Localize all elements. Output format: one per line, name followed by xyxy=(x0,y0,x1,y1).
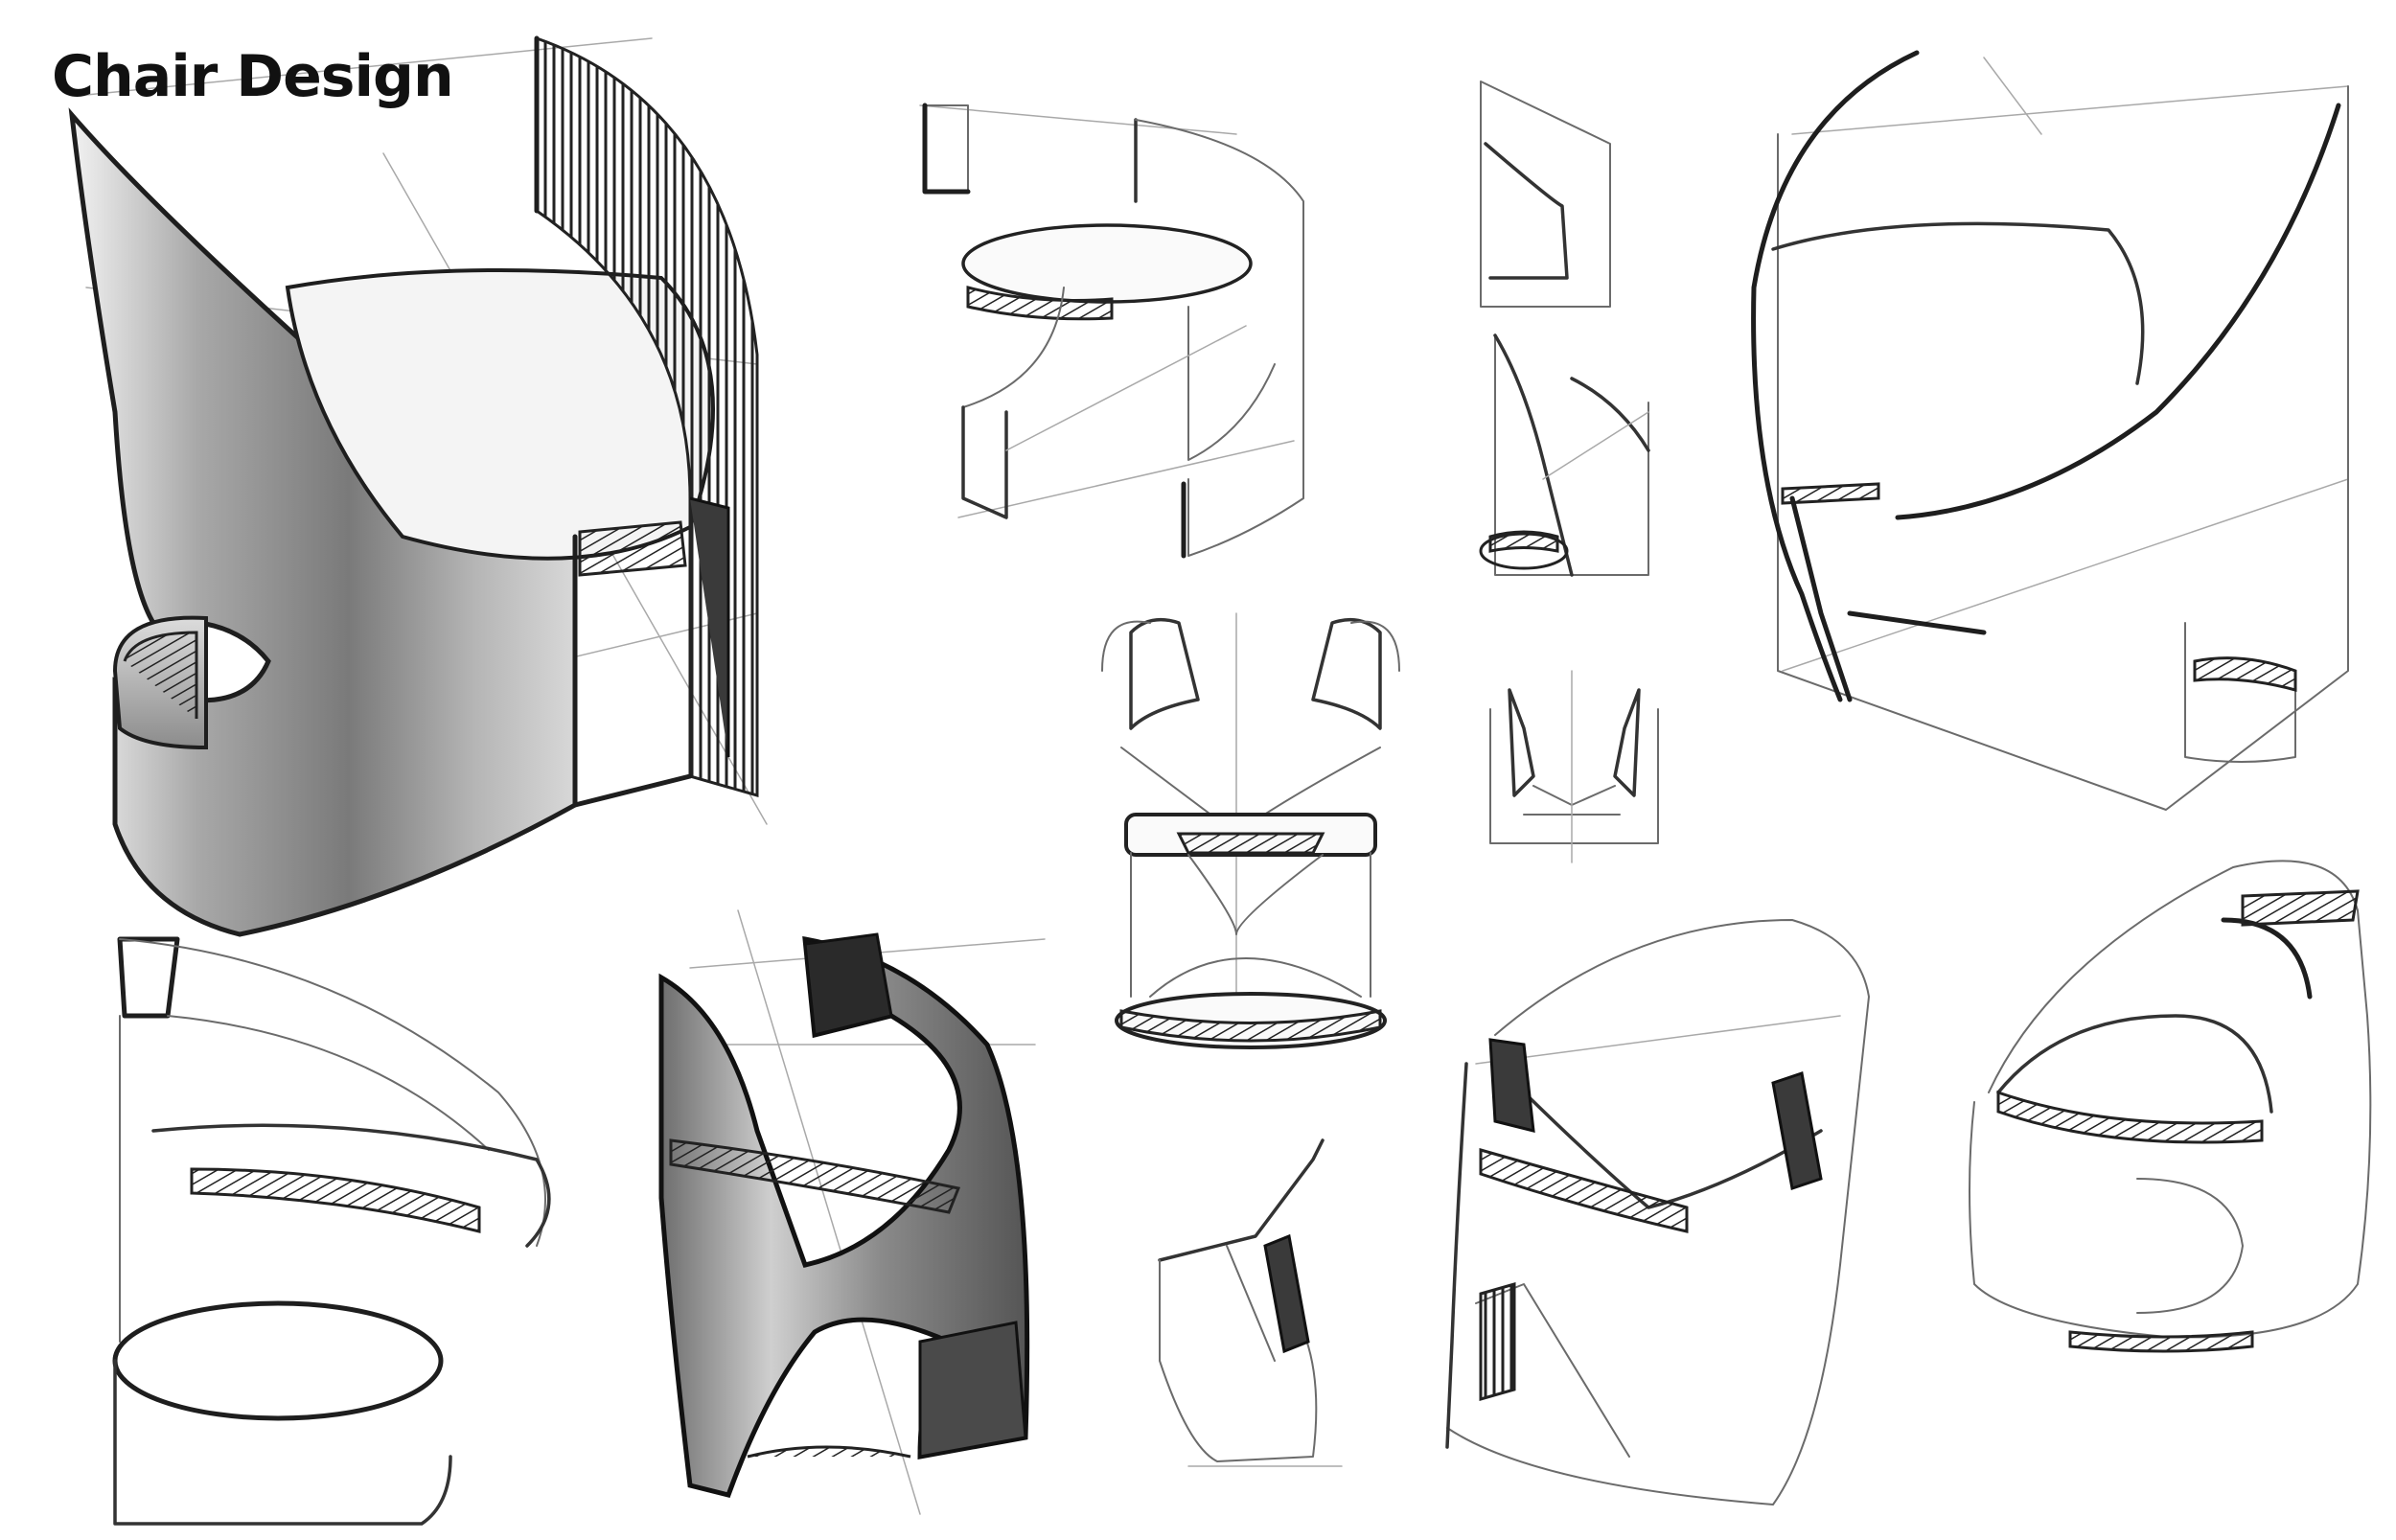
sketch-small-front-view xyxy=(1489,670,1659,863)
sketch-bucket-chair xyxy=(1445,919,1870,1506)
sketch-tall-curved-chair xyxy=(1751,50,2349,811)
sketch-shaded-claw-chair xyxy=(658,909,1046,1515)
sketch-small-side-profile xyxy=(1480,80,1611,308)
sketch-cutout-seat-chair xyxy=(919,103,1304,559)
sketch-c-profile-chair xyxy=(1969,860,2372,1353)
sheet-title: Chair Design xyxy=(52,43,454,110)
sketch-ribbon-loop-chair xyxy=(112,936,551,1526)
sketch-partial-side-panel xyxy=(1158,1138,1343,1467)
sketch-hourglass-front xyxy=(1101,612,1400,1049)
sketch-small-three-quarter xyxy=(1479,333,1650,577)
sketch-large-shaded-chair xyxy=(68,35,768,937)
